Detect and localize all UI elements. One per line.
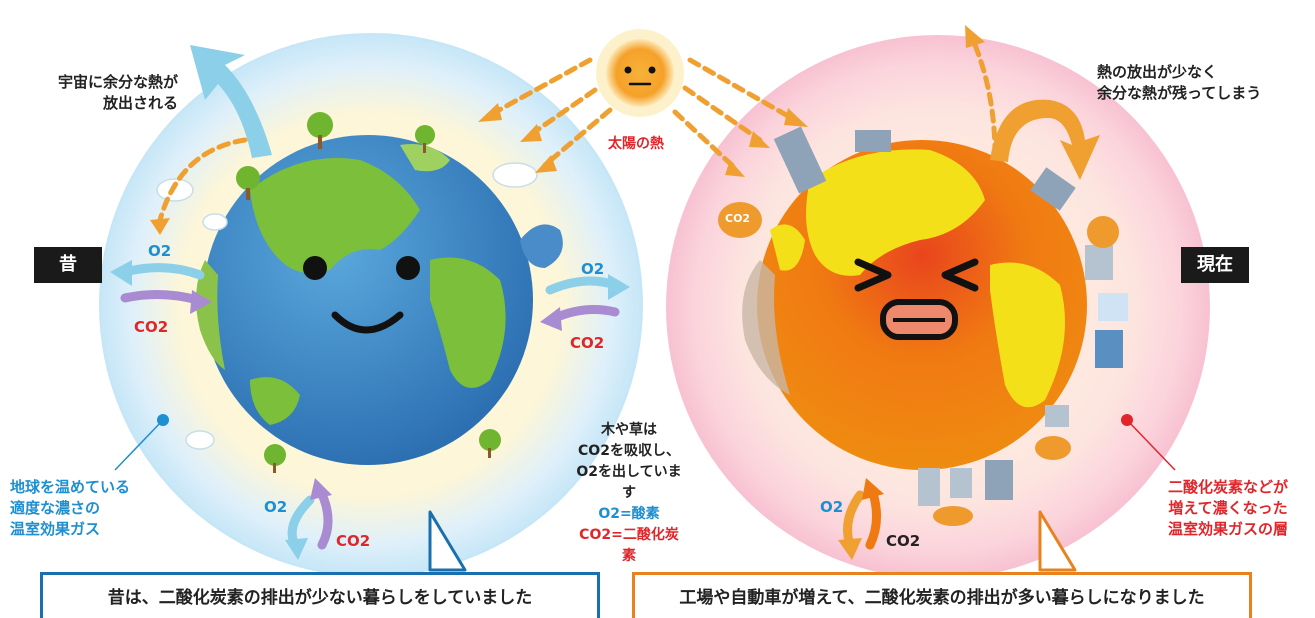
left-ghg-line2: 適度な濃さの xyxy=(10,499,101,517)
left-earth-smile xyxy=(331,311,404,334)
left-ghg-description: 地球を温めている 適度な濃さの 温室効果ガス xyxy=(10,477,130,540)
sun-ray-heads xyxy=(478,103,808,177)
center-note: 木や草は CO2を吸収し、 O2を出しています O2=酸素 CO2=二酸化炭素 xyxy=(574,420,684,567)
left-o2-label: O2 xyxy=(148,242,172,260)
center-note-line4: O2=酸素 xyxy=(598,506,660,522)
left-clouds xyxy=(156,162,538,450)
era-label-past: 昔 xyxy=(34,247,102,283)
right-ghg-line2: 増えて濃くなった xyxy=(1168,499,1288,517)
left-earth-eye-left xyxy=(303,256,327,280)
left-space-note-line2: 放出される xyxy=(102,94,178,112)
left-ghg-dot xyxy=(157,414,169,426)
right-heat-note: 熱の放出が少なく 余分な熱が残ってしまう xyxy=(1097,62,1297,104)
left-space-note: 宇宙に余分な熱が 放出される xyxy=(58,72,178,114)
right-ghg-description: 二酸化炭素などが 増えて濃くなった 温室効果ガスの層 xyxy=(1148,477,1308,540)
left-space-note-line1: 宇宙に余分な熱が xyxy=(58,73,179,91)
right-earth xyxy=(757,140,1087,470)
right-earth-eye-left xyxy=(854,258,892,292)
era-label-present: 現在 xyxy=(1181,247,1249,283)
left-bottom-o2-label: O2 xyxy=(264,498,288,516)
co2-clouds xyxy=(718,202,1119,526)
left-caption-bubble: 昔は、二酸化炭素の排出が少ない暮らしをしていました xyxy=(40,572,600,618)
left-heat-dashed xyxy=(157,137,248,223)
left-earth xyxy=(203,135,533,465)
right-earth-eye-right xyxy=(941,258,979,292)
left-bubble-tail xyxy=(428,510,467,572)
center-note-line3: O2を出しています xyxy=(576,464,682,501)
left-bottom-co2-label: CO2 xyxy=(336,532,371,550)
right-escape-dashed xyxy=(972,42,998,158)
left-release-arrow xyxy=(190,45,272,158)
right-bubble-tail xyxy=(1038,510,1077,572)
left-ghg-line3: 温室効果ガス xyxy=(10,520,101,538)
right-ghg-dot xyxy=(1121,414,1133,426)
sun-label: 太陽の熱 xyxy=(608,136,664,152)
center-note-line2: CO2を吸収し、 xyxy=(578,443,680,459)
left-right-o2-label: O2 xyxy=(581,260,605,278)
left-ghg-line1: 地球を温めている xyxy=(10,478,131,496)
right-heat-note-line2: 余分な熱が残ってしまう xyxy=(1097,84,1262,102)
right-o2-label: O2 xyxy=(820,498,844,516)
right-trapped-arrow xyxy=(990,99,1100,180)
whale xyxy=(520,224,563,268)
center-note-line5: CO2=二酸化炭素 xyxy=(579,527,679,564)
left-earth-eye-right xyxy=(396,256,420,280)
right-heat-note-line1: 熱の放出が少なく xyxy=(1097,63,1218,81)
right-cloud-co2-label: CO2 xyxy=(725,212,751,225)
left-co2-arrow xyxy=(120,289,203,305)
left-right-co2-label: CO2 xyxy=(570,334,605,352)
right-buildings xyxy=(773,126,1128,506)
right-co2-label: CO2 xyxy=(886,532,921,550)
right-ghg-line1: 二酸化炭素などが xyxy=(1167,478,1288,496)
center-note-line1: 木や草は xyxy=(601,422,657,438)
right-ghg-line3: 温室効果ガスの層 xyxy=(1167,520,1288,538)
left-o2-arrow xyxy=(120,263,205,280)
sun xyxy=(596,29,684,117)
sun-rays xyxy=(487,57,798,171)
left-trees xyxy=(236,112,501,473)
right-caption-bubble: 工場や自動車が増えて、二酸化炭素の排出が多い暮らしになりました xyxy=(632,572,1252,618)
left-co2-label: CO2 xyxy=(134,318,169,336)
